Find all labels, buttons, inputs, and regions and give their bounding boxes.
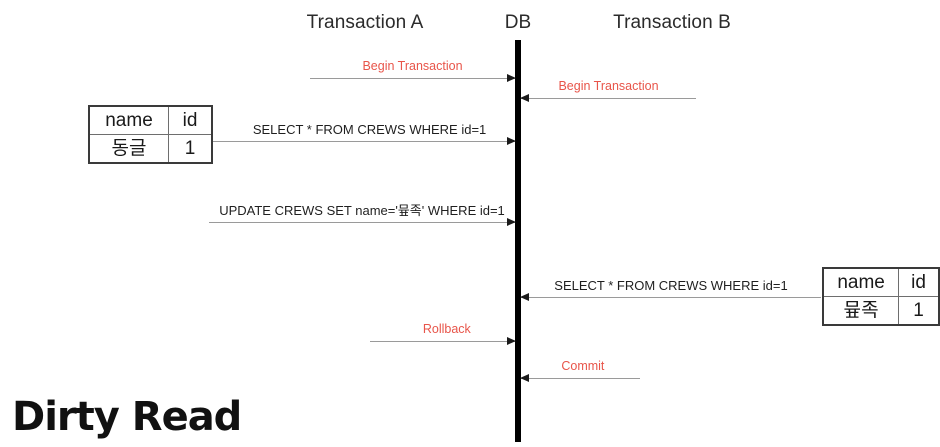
table-row: 뮾족 1 xyxy=(822,296,940,326)
table-header-row: name id xyxy=(88,105,213,135)
column-header-transaction-a: Transaction A xyxy=(306,12,424,33)
table-header-name: name xyxy=(88,105,169,135)
page-title: Dirty Read xyxy=(12,394,242,440)
table-header-id: id xyxy=(168,105,213,135)
table-cell-name: 뮾족 xyxy=(822,296,900,326)
table-cell-id: 1 xyxy=(168,134,213,164)
column-header-db: DB xyxy=(504,12,532,33)
message-label: Begin Transaction xyxy=(558,79,659,94)
table-row: 동글 1 xyxy=(88,134,213,164)
message-label: SELECT * FROM CREWS WHERE id=1 xyxy=(554,277,788,293)
column-header-transaction-b: Transaction B xyxy=(613,12,731,33)
table-cell-name: 동글 xyxy=(88,134,169,164)
arrowhead-left-icon xyxy=(520,292,529,301)
arrowhead-left-icon xyxy=(520,93,529,102)
arrowhead-left-icon xyxy=(520,373,529,382)
message-label: Begin Transaction xyxy=(362,59,463,74)
message-line xyxy=(212,141,515,142)
db-lifeline xyxy=(515,40,521,442)
table-header-name: name xyxy=(822,267,900,297)
message-label: Commit xyxy=(561,359,605,374)
message-label: UPDATE CREWS SET name='뮾족' WHERE id=1 xyxy=(219,202,505,218)
message-line xyxy=(521,98,696,99)
message-label: Rollback xyxy=(422,322,471,337)
arrowhead-right-icon xyxy=(507,217,516,226)
message-label: SELECT * FROM CREWS WHERE id=1 xyxy=(252,121,487,137)
message-line xyxy=(521,297,821,298)
message-line xyxy=(370,341,515,342)
arrowhead-right-icon xyxy=(507,336,516,345)
table-cell-id: 1 xyxy=(898,296,940,326)
table-crews-dirty: name id 뮾족 1 xyxy=(822,267,940,326)
table-header-id: id xyxy=(898,267,940,297)
table-header-row: name id xyxy=(822,267,940,297)
table-crews-before: name id 동글 1 xyxy=(88,105,213,164)
message-line xyxy=(209,222,515,223)
arrowhead-right-icon xyxy=(507,73,516,82)
message-line xyxy=(521,378,640,379)
message-line xyxy=(310,78,515,79)
arrowhead-right-icon xyxy=(507,136,516,145)
